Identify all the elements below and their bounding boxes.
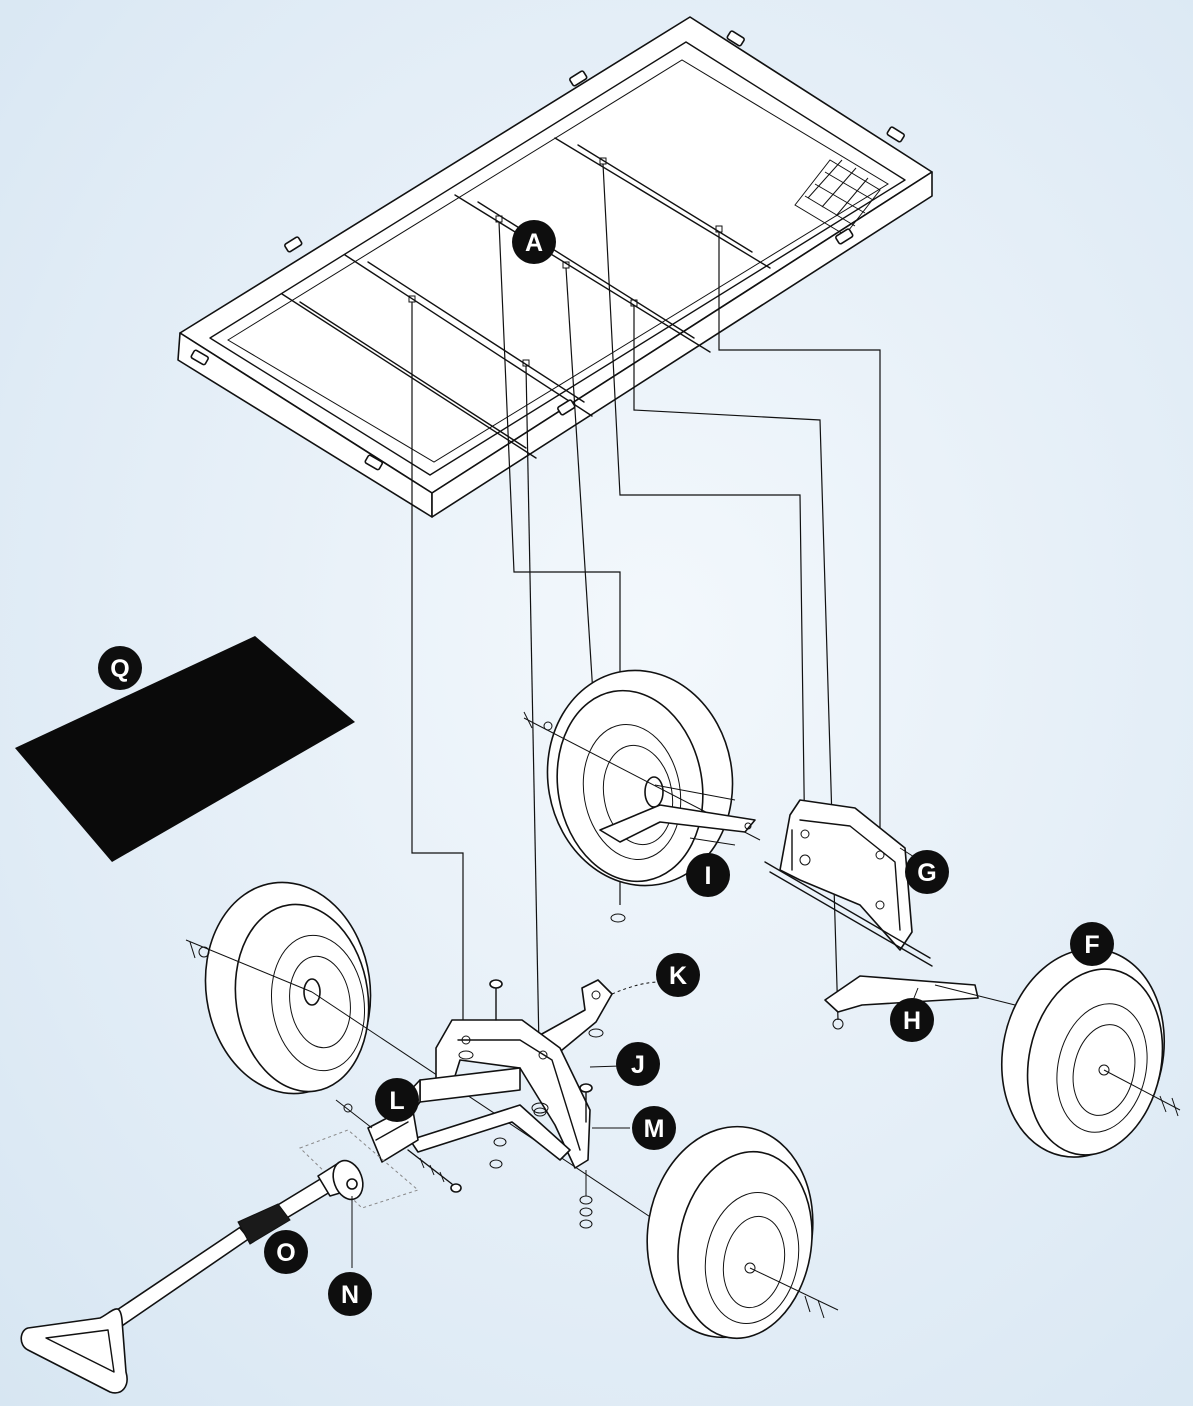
callout-q-label: Q [110,655,129,683]
front-left-wheel [185,881,372,1095]
callout-n: N [328,1272,372,1316]
callout-h: H [890,987,934,1042]
black-mat [15,636,355,862]
callout-m: M [592,1106,676,1150]
assembly-guide-lines [411,163,881,1101]
callout-j-label: J [631,1051,645,1079]
callout-l-label: L [389,1087,404,1115]
side-bracket [824,975,1016,1030]
callout-h-label: H [903,1007,921,1035]
bed-cross-braces [281,137,771,459]
callout-k-label: K [669,962,687,990]
callout-m-label: M [644,1115,665,1143]
callout-k: K [611,953,700,997]
callout-f: F [1070,922,1114,966]
front-bottom-wheel [646,1125,839,1340]
callout-g: G [899,847,949,894]
callout-l: L [375,1078,419,1122]
callout-i: I [686,837,736,897]
callout-g-label: G [917,859,936,887]
callout-f-label: F [1084,931,1099,959]
steering-frame [391,979,613,1229]
rear-axle-bracket [599,804,756,923]
bed-mesh-fragment [794,159,881,236]
callout-q: Q [98,646,142,690]
callout-j: J [589,1042,660,1086]
rear-u-frame [764,799,933,967]
callout-a: A [512,220,556,264]
callout-i-label: I [705,862,712,890]
callout-a-label: A [525,229,543,257]
cart-bed-tray [177,16,933,518]
callout-n-label: N [341,1281,359,1309]
front-right-wheel [1000,948,1181,1158]
bed-rim-clips [190,30,905,471]
pull-handle [20,1159,364,1394]
callout-o: O [264,1230,308,1274]
callout-o-label: O [276,1239,295,1267]
